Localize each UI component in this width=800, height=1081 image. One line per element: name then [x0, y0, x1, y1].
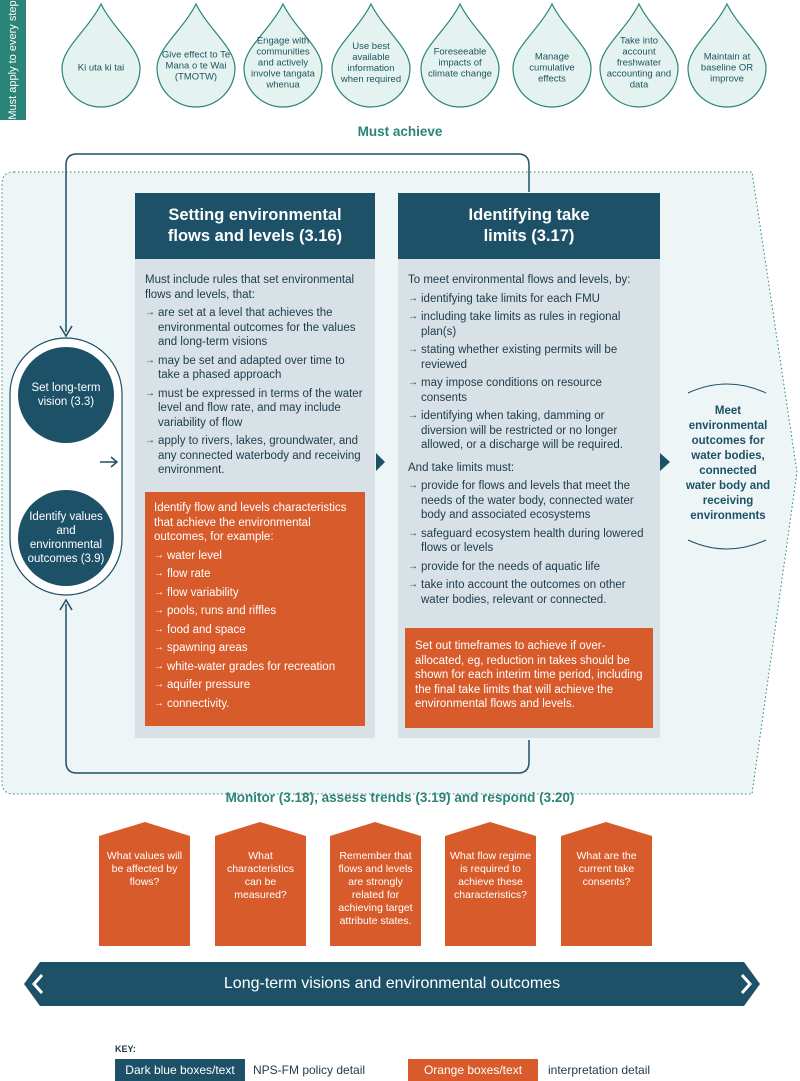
- banner-label: Long-term visions and environmental outc…: [223, 975, 561, 992]
- panel-arrow-2: [660, 453, 670, 471]
- panel-right-title: Identifying take limits (3.17): [468, 206, 590, 245]
- key-orange-swatch: Orange boxes/text: [408, 1059, 538, 1081]
- list-item: water level: [154, 549, 356, 564]
- list-item: stating whether existing permits will be…: [408, 343, 650, 372]
- top-loop-line: [65, 153, 530, 332]
- outcome-arc-top: [687, 383, 767, 394]
- question-shape-2: [215, 822, 306, 946]
- panel-right-orange-text: Set out timeframes to achieve if over-al…: [415, 640, 643, 710]
- circle-values-label: Identify values and environmental outcom…: [27, 511, 105, 565]
- list-item: provide for the needs of aquatic life: [408, 560, 650, 575]
- principle-5: Foreseeable impacts of climate change: [428, 46, 492, 80]
- pill-to-panel-arrow: [100, 456, 119, 468]
- list-item: flow rate: [154, 567, 356, 582]
- panel-right-intro: To meet environmental flows and levels, …: [408, 274, 631, 286]
- panel-left-title: Setting environmental flows and levels (…: [167, 206, 343, 245]
- drop-3: [243, 2, 323, 108]
- banner-chevron-right: [740, 974, 753, 994]
- list-item: may impose conditions on resource consen…: [408, 376, 650, 405]
- key-orange-desc: interpretation detail: [548, 1063, 651, 1077]
- panel-right-list: identifying take limits for each FMU inc…: [408, 292, 650, 453]
- question-shape-3: [330, 822, 421, 946]
- principle-1: Ki uta ki tai: [77, 62, 125, 74]
- panel-left-header: Setting environmental flows and levels (…: [135, 193, 375, 259]
- drop-4: [331, 2, 411, 108]
- panel-right-intro2: And take limits must:: [408, 461, 515, 474]
- list-item: including take limits as rules in region…: [408, 310, 650, 339]
- drop-6: [512, 2, 592, 108]
- monitor-heading: Monitor (3.18), assess trends (3.19) and…: [225, 790, 575, 805]
- list-item: apply to rivers, lakes, groundwater, and…: [145, 434, 365, 478]
- list-item: white-water grades for recreation: [154, 660, 356, 675]
- list-item: flow variability: [154, 586, 356, 601]
- principle-2: Give effect to Te Mana o te Wai (TMOTW): [161, 49, 231, 83]
- side-tab: Must apply to every step: [0, 0, 26, 120]
- must-achieve-heading: Must achieve: [357, 124, 443, 139]
- question-1: What values will be affected by flows?: [106, 850, 183, 888]
- bottom-loop-line: [65, 604, 530, 774]
- key-blue-label: Dark blue boxes/text: [125, 1063, 235, 1077]
- drop-7: [599, 2, 679, 108]
- panel-right-header: Identifying take limits (3.17): [398, 193, 660, 259]
- principle-4: Use best available information when requ…: [340, 41, 402, 85]
- outcome-arc-bottom: [687, 539, 767, 550]
- list-item: must be expressed in terms of the water …: [145, 387, 365, 431]
- drop-8: [687, 2, 767, 108]
- list-item: take into account the outcomes on other …: [408, 578, 650, 607]
- question-shape-4: [445, 822, 536, 946]
- question-shape-1: [99, 822, 190, 946]
- panel-left-intro: Must include rules that set environmenta…: [145, 274, 355, 301]
- list-item: food and space: [154, 623, 356, 638]
- key-blue-swatch: Dark blue boxes/text: [115, 1059, 245, 1081]
- banner-chevron-left: [31, 974, 44, 994]
- drop-2: [156, 2, 236, 108]
- circle-vision: Set long-term vision (3.3): [18, 347, 114, 443]
- question-2: What characteristics can be measured?: [226, 850, 295, 901]
- bottom-loop-arrowhead: [59, 598, 73, 611]
- panel-left-list: are set at a level that achieves the env…: [145, 306, 365, 478]
- key-blue-desc: NPS-FM policy detail: [253, 1063, 366, 1077]
- question-shape-5: [561, 822, 652, 946]
- principle-drops: [61, 2, 767, 108]
- list-item: aquifer pressure: [154, 678, 356, 693]
- list-item: may be set and adapted over time to take…: [145, 354, 365, 383]
- question-5: What are the current take consents?: [576, 850, 637, 888]
- panel-right-list2: provide for flows and levels that meet t…: [408, 479, 650, 607]
- panel-right-orange: Set out timeframes to achieve if over-al…: [405, 628, 653, 728]
- circle-values: Identify values and environmental outcom…: [18, 490, 114, 586]
- list-item: are set at a level that achieves the env…: [145, 306, 365, 350]
- list-item: spawning areas: [154, 641, 356, 656]
- principle-6: Manage cumulative effects: [529, 51, 575, 85]
- panel-arrow-1: [376, 453, 385, 471]
- principle-8: Maintain at baseline OR improve: [700, 51, 754, 85]
- drop-1: [61, 2, 141, 108]
- principle-3: Engage with communities and actively inv…: [251, 35, 315, 91]
- question-3: Remember that flows and levels are stron…: [338, 850, 413, 927]
- list-item: identifying when taking, damming or dive…: [408, 409, 650, 453]
- key-title: KEY:: [115, 1044, 136, 1054]
- list-item: identifying take limits for each FMU: [408, 292, 650, 307]
- panel-left-orange: Identify flow and levels characteristics…: [145, 492, 365, 726]
- list-item: provide for flows and levels that meet t…: [408, 479, 650, 523]
- drop-5: [420, 2, 500, 108]
- list-item: pools, runs and riffles: [154, 604, 356, 619]
- outcome-text: Meet environmental outcomes for water bo…: [685, 405, 771, 522]
- circle-vision-label: Set long-term vision (3.3): [31, 382, 101, 408]
- principle-7: Take into account freshwater accounting …: [606, 35, 672, 91]
- panel-left-orange-intro: Identify flow and levels characteristics…: [154, 502, 347, 543]
- key-orange-label: Orange boxes/text: [423, 1063, 523, 1077]
- list-item: connectivity.: [154, 697, 356, 712]
- top-loop-arrowhead: [59, 325, 73, 338]
- banner-shape: [24, 962, 760, 1006]
- panel-left-orange-list: water level flow rate flow variability p…: [154, 549, 356, 712]
- question-4: What flow regime is required to achieve …: [449, 850, 532, 901]
- list-item: safeguard ecosystem health during lowere…: [408, 527, 650, 556]
